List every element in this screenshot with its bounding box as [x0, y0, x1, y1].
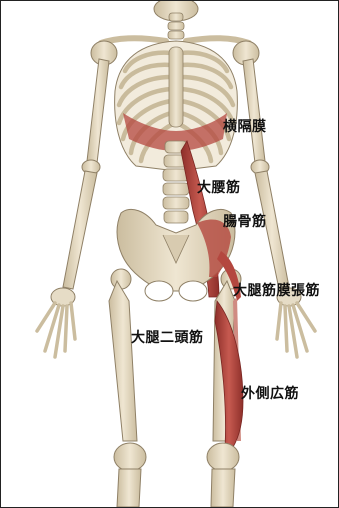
label-diaphragm: 横隔膜	[223, 116, 267, 136]
left-humerus	[87, 59, 109, 163]
left-tibia	[117, 469, 141, 507]
left-hand	[37, 288, 75, 357]
label-psoas-major: 大腰筋	[197, 177, 241, 197]
right-knee	[207, 443, 239, 471]
right-tibia	[211, 469, 235, 507]
right-humerus	[243, 59, 265, 163]
left-knee	[114, 443, 146, 471]
label-biceps-femoris: 大腿二頭筋	[131, 327, 204, 347]
left-femur	[109, 269, 137, 441]
cervical-spine	[168, 13, 184, 39]
left-forearm	[63, 171, 97, 289]
label-iliacus: 腸骨筋	[223, 211, 267, 231]
label-tensor-fasciae-latae: 大腿筋膜張筋	[233, 280, 320, 300]
label-vastus-lateralis: 外側広筋	[241, 383, 299, 403]
